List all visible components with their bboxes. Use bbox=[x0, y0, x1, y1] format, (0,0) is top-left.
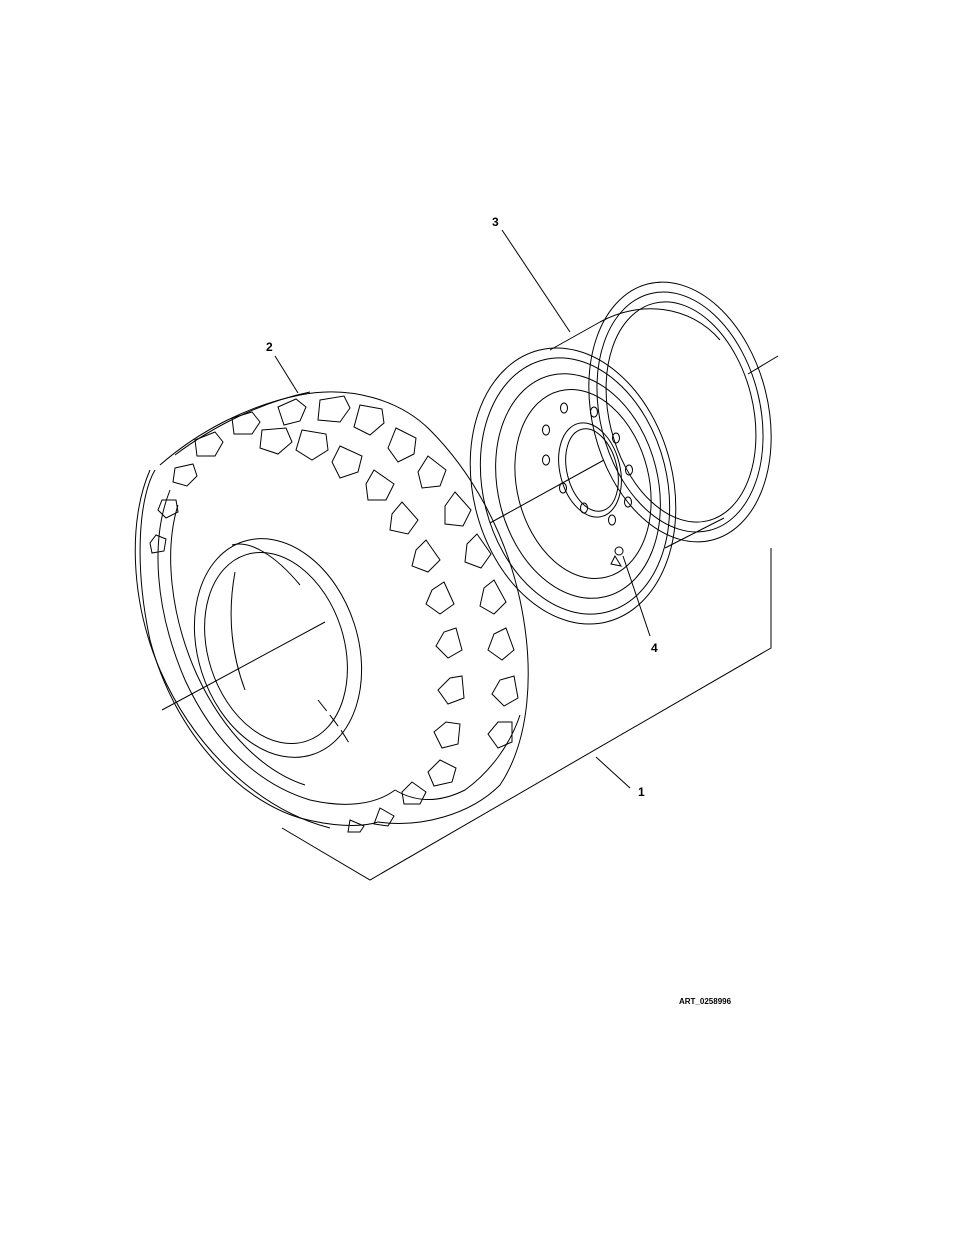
wheel-rim bbox=[442, 263, 797, 646]
callout-3: 3 bbox=[492, 216, 499, 228]
callout-4: 4 bbox=[651, 642, 658, 654]
tire bbox=[135, 392, 528, 832]
callout-2: 2 bbox=[266, 341, 273, 353]
callout-1: 1 bbox=[638, 786, 645, 798]
leader-lines bbox=[275, 230, 650, 788]
wheel-center-bore bbox=[549, 416, 630, 524]
art-reference-id: ART_0258996 bbox=[679, 998, 731, 1006]
valve-stem bbox=[611, 547, 623, 566]
tire-inner-opening bbox=[167, 517, 388, 779]
